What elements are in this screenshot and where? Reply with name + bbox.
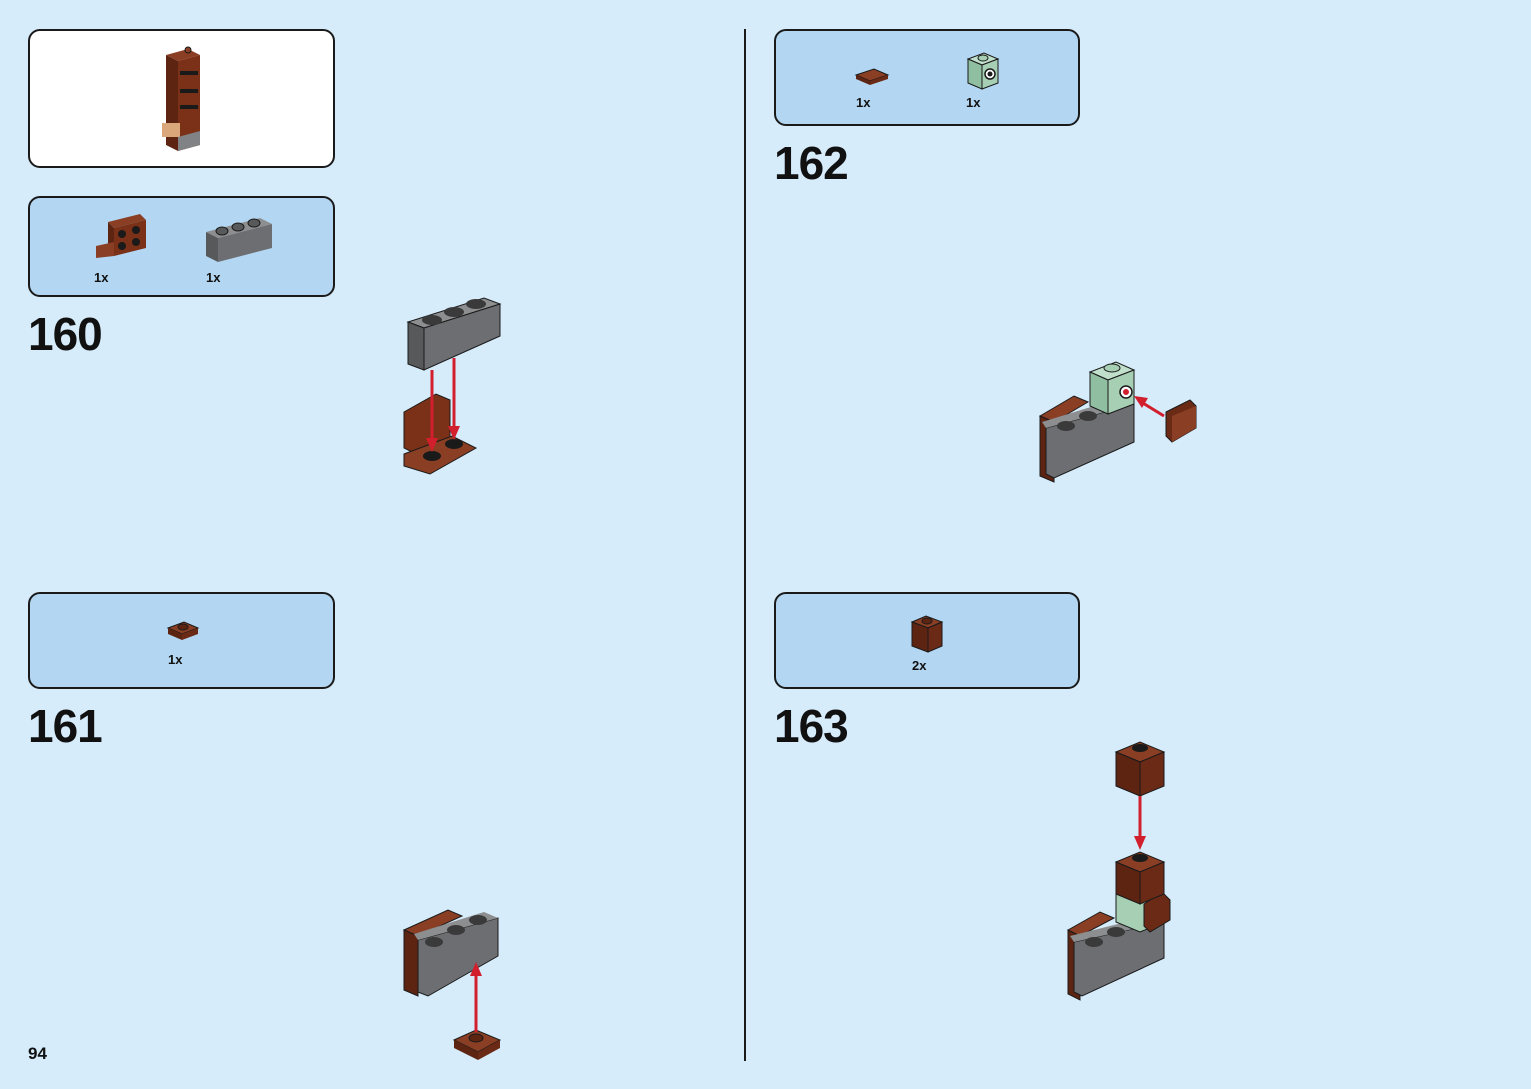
sand-green-headlight-brick-icon xyxy=(966,52,1000,90)
step-161-parts-list: 1x xyxy=(28,592,335,689)
step-number: 160 xyxy=(28,308,103,360)
step-160-build-diagram xyxy=(403,297,502,475)
step-163-build-diagram xyxy=(1066,741,1171,1001)
reddish-brown-brick-1x1-icon xyxy=(910,615,944,653)
part-quantity: 1x xyxy=(206,270,221,285)
step-number: 161 xyxy=(28,700,103,752)
step-160-parts-list: 1x 1x xyxy=(28,196,335,297)
step-161-build-diagram xyxy=(402,909,502,1060)
part-quantity: 1x xyxy=(168,652,183,667)
reddish-brown-tile-1x1-icon xyxy=(854,68,890,85)
reddish-brown-bracket-icon xyxy=(96,214,146,258)
page-number: 94 xyxy=(28,1044,47,1063)
part-quantity: 1x xyxy=(966,95,981,110)
step-number: 163 xyxy=(774,700,849,752)
step-162-parts-list: 1x 1x xyxy=(774,29,1080,126)
submodel-assembly-icon xyxy=(162,46,200,151)
part-quantity: 2x xyxy=(912,658,927,673)
page-divider xyxy=(744,29,746,1061)
part-quantity: 1x xyxy=(856,95,871,110)
step-number: 162 xyxy=(774,137,849,189)
step-163-parts-list: 2x xyxy=(774,592,1080,689)
reddish-brown-plate-1x1-icon xyxy=(166,621,200,640)
part-quantity: 1x xyxy=(94,270,109,285)
step-162-build-diagram xyxy=(1038,361,1197,483)
submodel-callout xyxy=(28,29,335,168)
dark-gray-brick-1x3-icon xyxy=(206,218,272,262)
